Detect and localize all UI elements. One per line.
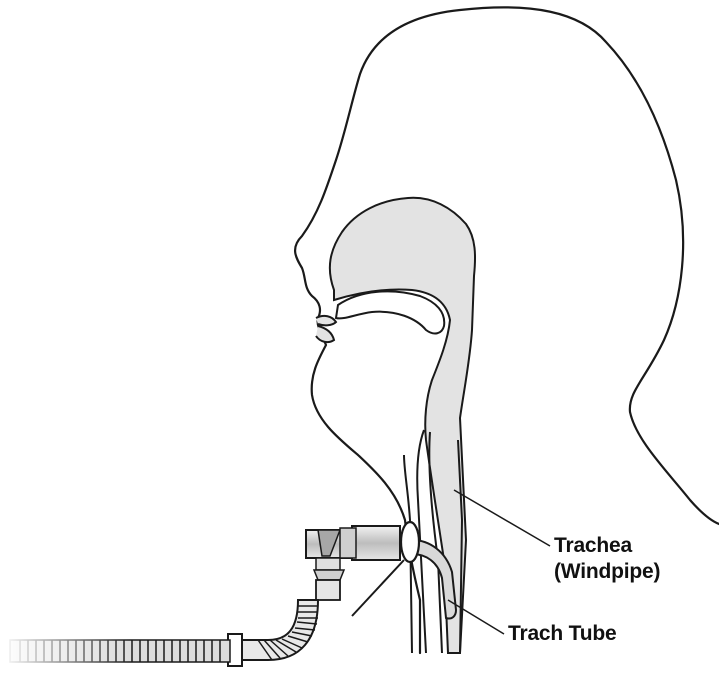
trachea-label-line2: (Windpipe) <box>554 559 660 585</box>
trach-tube-label: Trach Tube <box>508 621 616 647</box>
trach-flange <box>401 522 419 562</box>
lips <box>316 316 336 342</box>
t-connector <box>306 526 400 580</box>
palate <box>336 291 444 333</box>
swivel-adaptor <box>316 580 340 600</box>
trachea-label-line1: Trachea <box>554 533 660 559</box>
trachea-leader-line <box>454 490 550 546</box>
horizontal-tubing <box>0 630 230 670</box>
tubing-fade <box>0 630 130 670</box>
neck-skin-line <box>352 560 404 616</box>
trachea-label: Trachea (Windpipe) <box>554 533 660 585</box>
ventilator-tubing <box>230 600 318 660</box>
